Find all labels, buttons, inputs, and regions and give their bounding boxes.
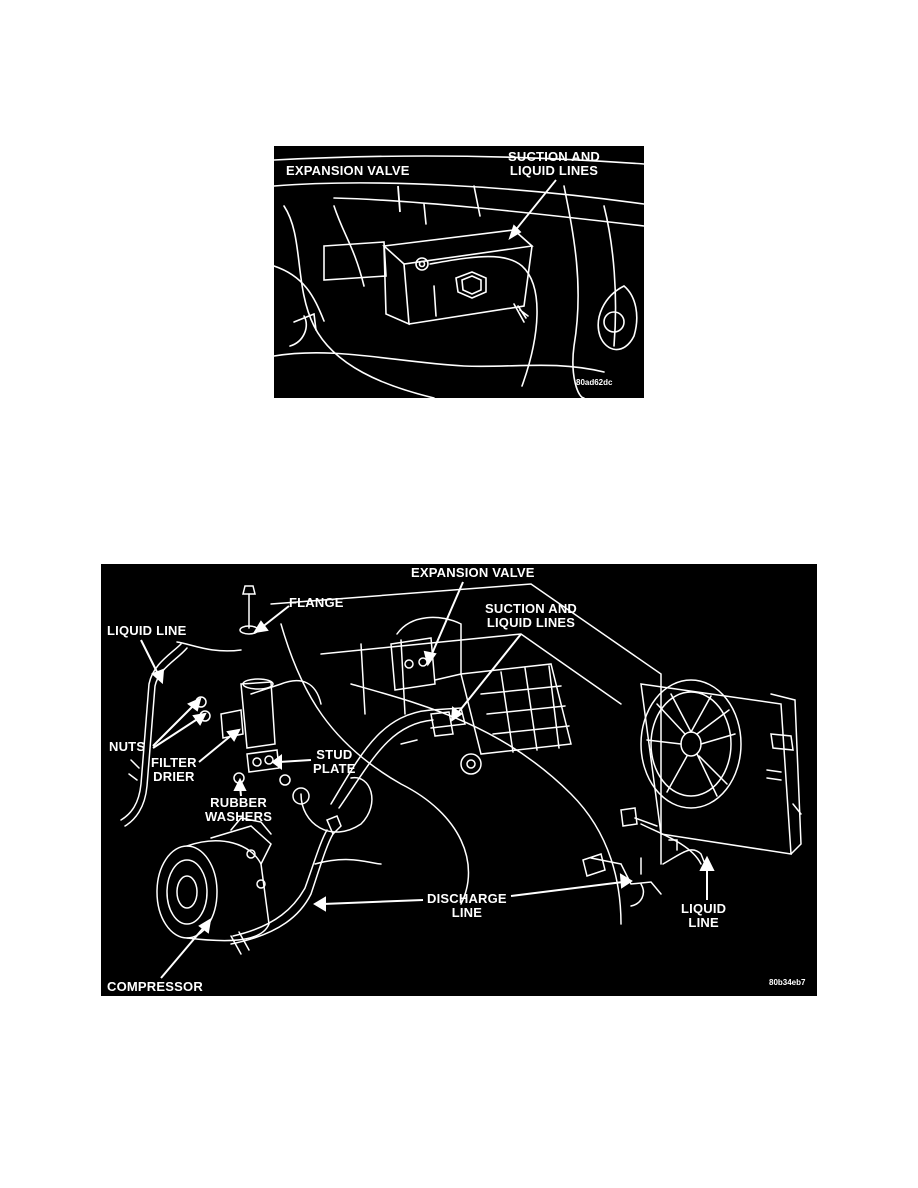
rubber-washers-label: RUBBER WASHERS [205, 796, 272, 824]
filter-drier-label: FILTER DRIER [151, 756, 197, 784]
suction-liquid-lines-label: SUCTION AND LIQUID LINES [485, 602, 577, 630]
expansion-valve-label: EXPANSION VALVE [286, 163, 410, 178]
rubber-label-line1: RUBBER [210, 795, 267, 810]
liquid-right-label-line1: LIQUID [681, 901, 727, 916]
compressor-label: COMPRESSOR [107, 979, 203, 994]
suction-label-line1: SUCTION AND [485, 601, 577, 616]
filter-label-line2: DRIER [153, 769, 195, 784]
liquid-right-label-line2: LINE [688, 915, 719, 930]
stud-plate-label: STUD PLATE [313, 748, 356, 776]
expansion-valve-line-art [274, 155, 644, 398]
ac-components-figure: EXPANSION VALVE SUCTION AND LIQUID LINES… [101, 564, 817, 996]
expansion-valve-figure: EXPANSION VALVE SUCTION AND LIQUID LINES… [274, 146, 644, 398]
filter-label-line1: FILTER [151, 755, 197, 770]
discharge-line-label: DISCHARGE LINE [427, 892, 507, 920]
figure2-leader-arrows [140, 581, 715, 979]
liquid-line-left-label: LIQUID LINE [107, 623, 187, 638]
expansion-valve-label: EXPANSION VALVE [411, 565, 535, 580]
discharge-label-line1: DISCHARGE [427, 891, 507, 906]
discharge-label-line2: LINE [451, 905, 483, 920]
figure1-leader-lines [397, 179, 557, 241]
ac-components-line-art [120, 583, 802, 955]
figure2-code: 80b34eb7 [769, 978, 806, 987]
rubber-label-line2: WASHERS [205, 809, 273, 824]
flange-label: FLANGE [289, 595, 344, 610]
suction-label-line2: LIQUID LINES [509, 163, 599, 178]
stud-label-line1: STUD [316, 747, 353, 762]
figure1-code: 80ad62dc [576, 378, 613, 387]
suction-label-line1: SUCTION AND [508, 149, 600, 164]
suction-liquid-lines-label: SUCTION AND LIQUID LINES [508, 150, 600, 178]
nuts-label: NUTS [109, 739, 146, 754]
liquid-line-right-label: LIQUID LINE [681, 902, 726, 930]
stud-label-line2: PLATE [313, 761, 356, 776]
suction-label-line2: LIQUID LINES [486, 615, 576, 630]
